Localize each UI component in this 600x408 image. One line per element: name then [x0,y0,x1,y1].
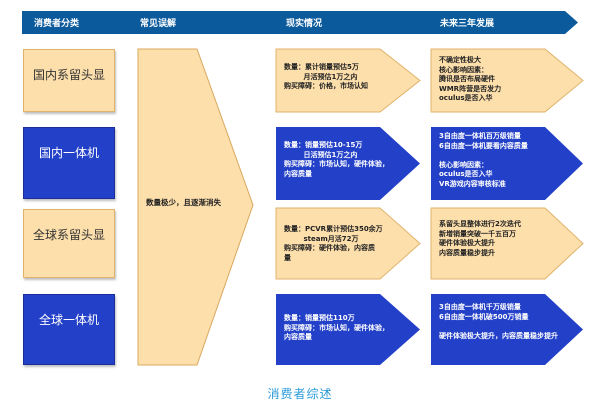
reality-domestic-tethered: 数量：累计销量预估5万 月活预估1万之内 购买障碍：价格，市场认知 [275,48,422,113]
reality-text: 数量：销量预估10-15万 日活预估1万之内 购买障碍：市场认知，硬件体验， 内… [284,141,389,178]
reality-global-tethered: 数量：PCVR累计预估350余万 steam月活72万 购买障碍：硬件体验，内容… [275,207,422,280]
reality-text: 数量：销量预估110万 购买障碍：市场认知，硬件体验， 内容质量 [284,314,389,341]
header-col-category: 消费者分类 [34,19,80,29]
arrow-shape [276,127,420,200]
future-domestic-tethered: 不确定性极大 核心影响因素： 腾讯是否布局硬件 WMR阵营是否发力 oculus… [430,48,585,113]
future-global-tethered: 系留头显整体进行2次迭代 新增销量突破一千五百万 硬件体验极大提升 内容质量稳步… [430,207,585,280]
category-domestic-standalone: 国内一体机 [23,127,115,199]
reality-text: 数量：累计销量预估5万 月活预估1万之内 购买障碍：价格，市场认知 [284,63,368,90]
header-col-misconception: 常见误解 [140,19,177,29]
reality-global-standalone: 数量：销量预估110万 购买障碍：市场认知，硬件体验， 内容质量 [276,294,422,365]
arrow-shape [431,127,583,200]
arrow-shape [275,48,421,113]
category-label: 全球系留头显 [32,228,105,242]
misconception-chevron [137,48,258,366]
category-global-standalone: 全球一体机 [23,294,115,365]
misconception-text: 数量极少，且逐渐消失 [146,198,221,207]
arrow-shape [431,294,583,365]
future-domestic-standalone: 3自由度一体机百万级销量 6自由度一体机要看内容质量 核心影响因素： oculu… [431,127,585,200]
ribbon-arrow-shape [22,11,578,34]
arrow-shape [430,207,584,280]
future-text: 3自由度一体机千万级销量 6自由度一体机破500万销量 硬件体验极大提升，内容质… [439,303,558,340]
arrow-shape [430,48,584,113]
future-text: 3自由度一体机百万级销量 6自由度一体机要看内容质量 核心影响因素： oculu… [439,132,528,188]
category-label: 国内系留头显 [32,68,105,82]
arrow-shape [275,207,421,280]
chevron-shape [137,48,254,366]
category-domestic-tethered: 国内系留头显 [23,49,115,112]
future-text: 不确定性极大 核心影响因素： 腾讯是否布局硬件 WMR阵营是否发力 oculus… [439,56,502,102]
future-global-standalone: 3自由度一体机千万级销量 6自由度一体机破500万销量 硬件体验极大提升，内容质… [431,294,585,365]
header-col-reality: 现实情况 [286,19,323,29]
footer-title: 消费者综述 [267,387,333,401]
reality-text: 数量：PCVR累计预估350余万 steam月活72万 购买障碍：硬件体验，内容… [284,225,383,262]
future-text: 系留头显整体进行2次迭代 新增销量突破一千五百万 硬件体验极大提升 内容质量稳步… [439,220,521,257]
category-label: 国内一体机 [38,146,99,160]
category-global-tethered: 全球系留头显 [23,209,115,278]
header-col-future: 未来三年发展 [440,19,495,29]
category-label: 全球一体机 [38,313,99,327]
arrow-shape [276,294,420,365]
header-ribbon: 消费者分类 常见误解 现实情况 未来三年发展 [22,11,578,34]
reality-domestic-standalone: 数量：销量预估10-15万 日活预估1万之内 购买障碍：市场认知，硬件体验， 内… [276,127,422,200]
